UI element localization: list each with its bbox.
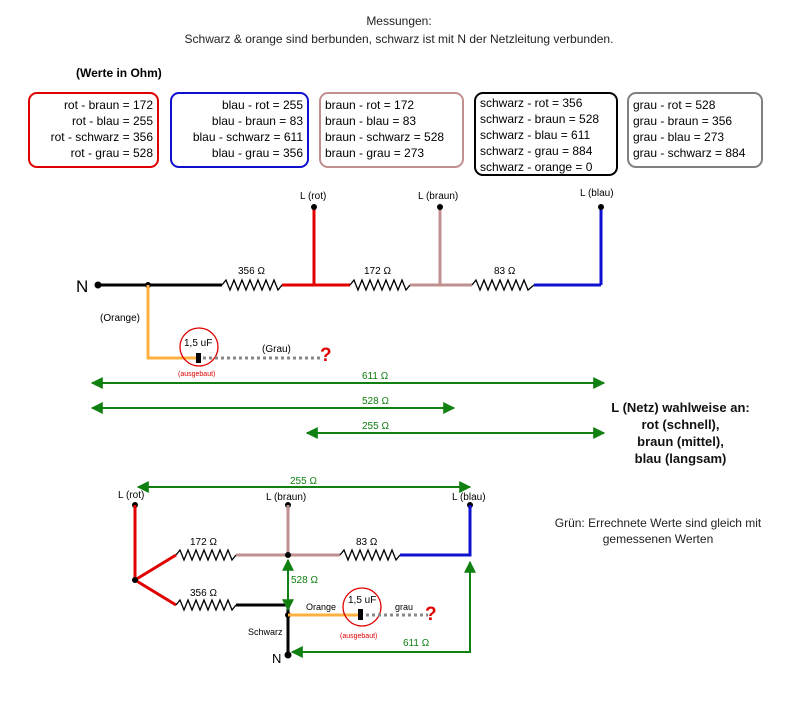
wire-red-2 bbox=[133, 505, 177, 583]
box-blau-line: blau - schwarz = 611 bbox=[192, 130, 303, 144]
box-braun: braun - rot = 172 braun - blau = 83 brau… bbox=[319, 92, 464, 168]
gruen-note: Grün: Errechnete Werte sind gleich mit g… bbox=[528, 515, 788, 547]
box-braun-line: braun - rot = 172 bbox=[325, 98, 415, 112]
box-rot-line: rot - blau = 255 bbox=[71, 114, 153, 128]
resistor-83-2 bbox=[339, 548, 401, 562]
netz-note-line: braun (mittel), bbox=[637, 434, 724, 449]
capacitor-note-2: (ausgebaut) bbox=[340, 633, 377, 640]
orange-label-2: Orange bbox=[306, 602, 336, 612]
box-grau: grau - rot = 528 grau - braun = 356 grau… bbox=[627, 92, 763, 168]
n-terminal-dot bbox=[94, 281, 102, 289]
header-line-1: Messungen: bbox=[366, 14, 432, 28]
gruen-note-line: gemessenen Werten bbox=[602, 532, 714, 546]
box-grau-line: grau - schwarz = 884 bbox=[633, 146, 746, 160]
span-528-label-2: 528 Ω bbox=[291, 575, 318, 586]
resistor-172 bbox=[349, 278, 411, 292]
span-top-label: 255 Ω bbox=[290, 476, 317, 487]
box-blau-line: blau - rot = 255 bbox=[221, 98, 303, 112]
box-blau-line: blau - grau = 356 bbox=[211, 146, 303, 160]
span-arrow-611-2 bbox=[290, 560, 476, 658]
grau-label: (Grau) bbox=[262, 344, 291, 355]
box-braun-line: braun - grau = 273 bbox=[325, 146, 425, 160]
resistor-356-2 bbox=[175, 598, 237, 612]
terminal-rot-label-2: L (rot) bbox=[118, 490, 144, 501]
span-255-label: 255 Ω bbox=[362, 421, 389, 432]
box-schwarz: schwarz - rot = 356 schwarz - braun = 52… bbox=[474, 92, 618, 176]
box-rot-line: rot - braun = 172 bbox=[63, 98, 153, 112]
grau-label-2: grau bbox=[395, 602, 413, 612]
resistor-356-label-2: 356 Ω bbox=[190, 588, 217, 599]
resistor-172-label-2: 172 Ω bbox=[190, 537, 217, 548]
terminal-blau-label-2: L (blau) bbox=[452, 492, 486, 503]
box-rot-line: rot - grau = 528 bbox=[70, 146, 153, 160]
junction-brown-2 bbox=[285, 552, 291, 558]
capacitor-icon bbox=[196, 353, 201, 363]
resistor-356-label: 356 Ω bbox=[238, 266, 265, 277]
box-braun-line: braun - blau = 83 bbox=[325, 114, 417, 128]
wire-red-2b bbox=[134, 578, 177, 607]
n-terminal-label: N bbox=[76, 277, 88, 296]
box-schwarz-line: schwarz - blau = 611 bbox=[480, 128, 591, 142]
terminal-rot-label: L (rot) bbox=[300, 191, 326, 202]
span-611-label: 611 Ω bbox=[362, 371, 389, 382]
box-rot-line: rot - schwarz = 356 bbox=[50, 130, 153, 144]
diagram1: N 356 Ω L (rot) 172 Ω L (braun) 83 Ω bbox=[76, 188, 614, 439]
box-braun-line: braun - schwarz = 528 bbox=[325, 130, 445, 144]
resistor-172-2 bbox=[175, 548, 237, 562]
schwarz-label: Schwarz bbox=[248, 627, 283, 637]
netz-note-line: L (Netz) wahlweise an: bbox=[611, 400, 750, 415]
netz-note: L (Netz) wahlweise an: rot (schnell), br… bbox=[598, 399, 763, 467]
resistor-356 bbox=[221, 278, 283, 292]
terminal-braun-label: L (braun) bbox=[418, 191, 458, 202]
capacitor-value: 1,5 uF bbox=[184, 338, 212, 349]
n-terminal-dot-2 bbox=[284, 651, 292, 659]
capacitor-circle bbox=[179, 327, 219, 367]
wire-orange bbox=[146, 285, 198, 360]
span-611-label-2: 611 Ω bbox=[403, 638, 430, 649]
orange-label: (Orange) bbox=[100, 313, 140, 324]
resistor-83 bbox=[471, 278, 535, 292]
box-rot: rot - braun = 172 rot - blau = 255 rot -… bbox=[28, 92, 159, 168]
box-blau: blau - rot = 255 blau - braun = 83 blau … bbox=[170, 92, 309, 168]
diagram2: 255 Ω L (rot) L (braun) L (blau) 172 Ω 8… bbox=[118, 476, 486, 666]
terminal-braun-dot bbox=[437, 204, 443, 210]
box-grau-line: grau - rot = 528 bbox=[633, 98, 716, 112]
capacitor-note: (ausgebaut) bbox=[178, 371, 215, 378]
box-grau-line: grau - blau = 273 bbox=[633, 130, 725, 144]
box-schwarz-line: schwarz - orange = 0 bbox=[480, 160, 593, 174]
unit-label: (Werte in Ohm) bbox=[76, 66, 162, 80]
terminal-rot-dot bbox=[311, 204, 317, 210]
gruen-note-line: Grün: Errechnete Werte sind gleich mit bbox=[554, 516, 762, 530]
span-528-label: 528 Ω bbox=[362, 396, 389, 407]
header-line-2: Schwarz & orange sind berbunden, schwarz… bbox=[184, 32, 614, 46]
box-blau-line: blau - braun = 83 bbox=[211, 114, 303, 128]
terminal-blau-dot bbox=[598, 204, 604, 210]
terminal-blau-label: L (blau) bbox=[580, 188, 614, 199]
terminal-braun-label-2: L (braun) bbox=[266, 492, 306, 503]
capacitor-icon-2 bbox=[358, 609, 363, 620]
wire-blue-2 bbox=[400, 505, 472, 557]
capacitor-value-2: 1,5 uF bbox=[348, 595, 376, 606]
resistor-172-label: 172 Ω bbox=[364, 266, 391, 277]
question-mark: ? bbox=[320, 345, 332, 366]
box-schwarz-line: schwarz - rot = 356 bbox=[480, 96, 583, 110]
box-schwarz-line: schwarz - braun = 528 bbox=[480, 112, 600, 126]
box-schwarz-line: schwarz - grau = 884 bbox=[480, 144, 593, 158]
capacitor-circle-2 bbox=[342, 587, 382, 627]
box-grau-line: grau - braun = 356 bbox=[633, 114, 733, 128]
junction-red-2 bbox=[132, 577, 138, 583]
resistor-83-label-2: 83 Ω bbox=[356, 537, 378, 548]
netz-note-line: blau (langsam) bbox=[634, 451, 727, 466]
question-mark-2: ? bbox=[425, 604, 437, 625]
netz-note-line: rot (schnell), bbox=[641, 417, 720, 432]
resistor-83-label: 83 Ω bbox=[494, 266, 516, 277]
n-terminal-label-2: N bbox=[272, 651, 281, 666]
